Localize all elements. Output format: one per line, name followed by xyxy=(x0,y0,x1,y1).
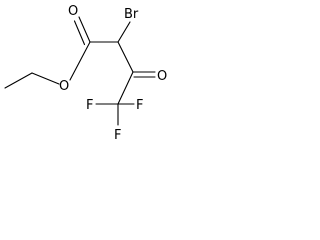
atom-labels: Br O O O F F F xyxy=(59,4,167,143)
bond-alpha-carbon-bromine xyxy=(117,21,131,43)
atom-ester-carbonyl-oxygen: O xyxy=(68,4,78,19)
atom-fluorine-bottom: F xyxy=(114,128,121,143)
bond-ester-carbonyl-double-b xyxy=(73,20,86,46)
atom-ketone-oxygen: O xyxy=(157,69,167,84)
atom-bromine: Br xyxy=(124,7,139,22)
bond-alpha-carbon-ketone-carbon xyxy=(117,41,134,73)
bond-methylene-ester-oxygen xyxy=(31,72,60,85)
bond-ester-carbonyl-double-a xyxy=(78,16,91,43)
bonds xyxy=(4,16,156,126)
atom-fluorine-right: F xyxy=(136,98,143,113)
bond-methyl-methylene xyxy=(4,72,33,89)
bond-ester-oxygen-carbonyl-carbon xyxy=(69,41,91,81)
molecule-structure-diagram: Br O O O F F F xyxy=(4,4,167,143)
atom-ester-oxygen: O xyxy=(59,79,69,94)
bond-ketone-carbon-cf3-carbon xyxy=(117,71,134,105)
atom-fluorine-left: F xyxy=(86,98,93,113)
